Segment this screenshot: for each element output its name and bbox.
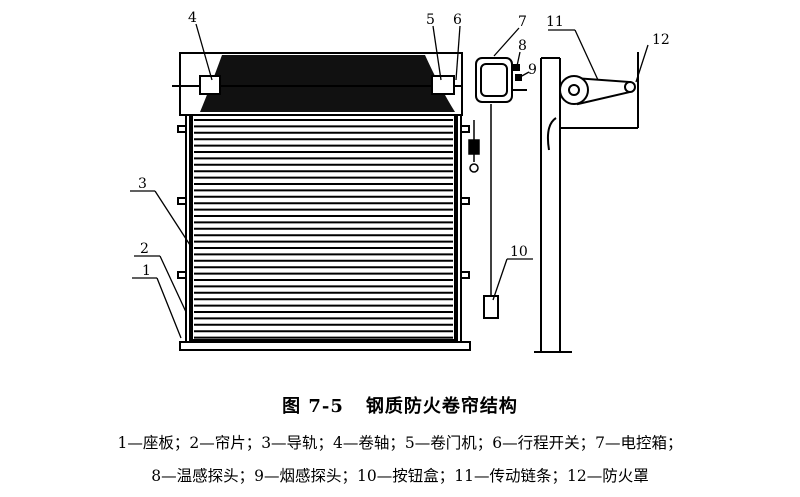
callout-6: 6 <box>453 12 462 28</box>
figure-title: 钢质防火卷帘结构 <box>365 396 518 417</box>
callout-2: 2 <box>140 241 149 257</box>
roller-shaft <box>172 75 462 95</box>
pendant-cable <box>468 104 492 296</box>
guide-rails <box>177 115 470 343</box>
figure-caption: 图 7-5 钢质防火卷帘结构 <box>0 392 800 418</box>
callout-3: 3 <box>138 176 147 192</box>
side-view <box>534 52 639 353</box>
seat-plate <box>179 341 471 351</box>
figure-number: 图 7-5 <box>282 396 344 417</box>
callout-9: 9 <box>528 62 537 78</box>
control-box <box>475 57 527 103</box>
callout-11: 11 <box>546 14 564 30</box>
leader-lines <box>130 23 649 339</box>
callout-12: 12 <box>652 32 670 48</box>
callout-8: 8 <box>518 38 527 54</box>
drive-chain <box>559 75 636 106</box>
callout-10: 10 <box>510 244 528 260</box>
callout-4: 4 <box>188 10 197 26</box>
callout-1: 1 <box>142 263 151 279</box>
fire-shutter-diagram: 4 5 6 7 8 9 11 12 3 2 1 10 <box>130 10 670 353</box>
sensors <box>512 64 522 81</box>
curtain-slats <box>194 119 453 339</box>
callout-labels: 4 5 6 7 8 9 11 12 3 2 1 10 <box>138 10 670 279</box>
callout-5: 5 <box>426 12 435 28</box>
legend-line-2: 8—温感探头；9—烟感探头；10—按钮盒；11—传动链条；12—防火罩 <box>151 467 649 485</box>
callout-7: 7 <box>518 14 527 30</box>
legend-line-1: 1—座板；2—帘片；3—导轨；4—卷轴；5—卷门机；6—行程开关；7—电控箱； <box>117 434 683 452</box>
button-box <box>483 295 499 319</box>
rolled-curtain <box>200 55 455 112</box>
